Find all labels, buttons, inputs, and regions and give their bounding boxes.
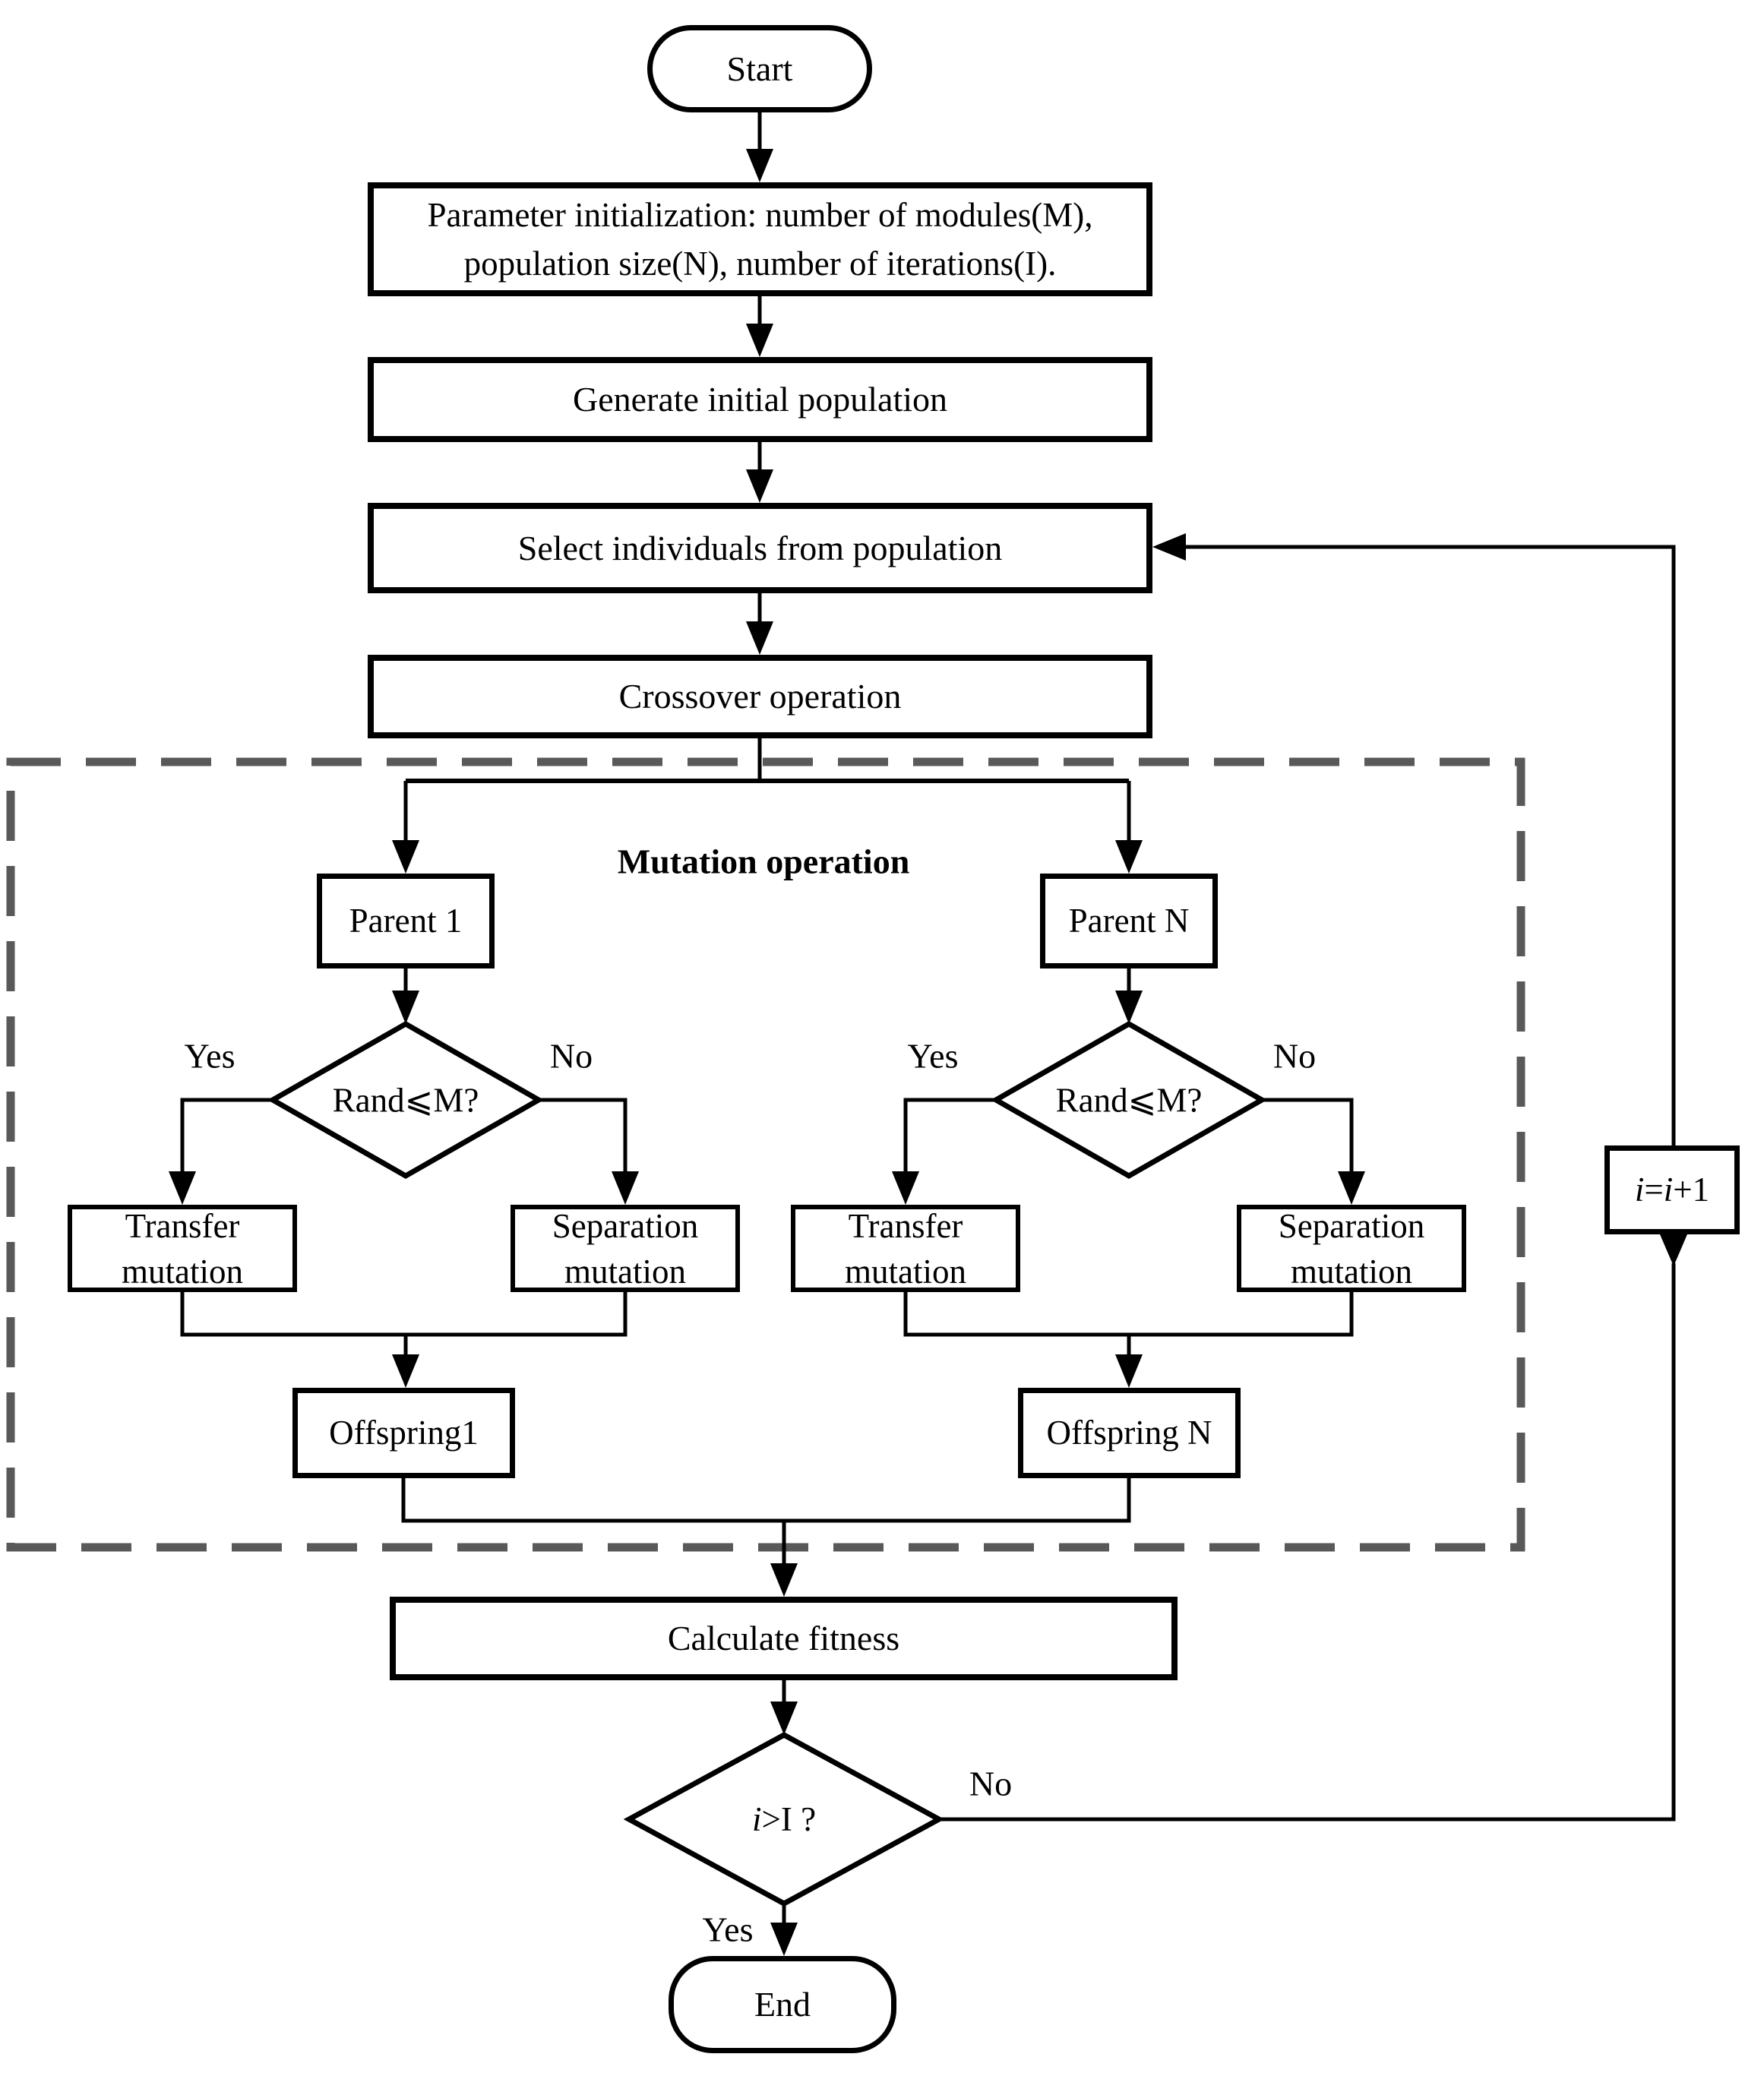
transfer-mutation-left-node: Transfer mutation: [68, 1205, 297, 1292]
calculate-fitness-label: Calculate fitness: [667, 1619, 900, 1658]
generate-population-label: Generate initial population: [572, 380, 948, 419]
transfer-mutation-line1: Transfer: [125, 1206, 240, 1245]
select-individuals-node: Select individuals from population: [368, 503, 1152, 593]
end-label: End: [754, 1985, 811, 2024]
parent-n-node: Parent N: [1040, 874, 1218, 968]
offspring-n-label: Offspring N: [1046, 1414, 1212, 1452]
crossover-label: Crossover operation: [618, 677, 902, 716]
offspring-n-node: Offspring N: [1018, 1388, 1241, 1478]
iteration-condition-i: i: [751, 1800, 762, 1838]
edge-crossover-split: [392, 738, 1143, 874]
start-node: Start: [647, 25, 872, 112]
iteration-condition-label: i>I ?: [752, 1800, 816, 1839]
rand-decision-2-diamond: [990, 1020, 1268, 1180]
edge-parentn-to-rand2: [1115, 968, 1143, 1024]
crossover-node: Crossover operation: [368, 655, 1152, 738]
offspring-1-node: Offspring1: [292, 1388, 515, 1478]
rand1-yes-label: Yes: [184, 1036, 236, 1076]
edge-condition-no-to-increment: [939, 1234, 1687, 1822]
rand2-no-label: No: [1272, 1036, 1317, 1076]
separation-mutation-right-node: Separation mutation: [1237, 1205, 1466, 1292]
edge-mutations-to-offspringn: [903, 1292, 1354, 1388]
rand2-yes-label: Yes: [907, 1036, 959, 1076]
separation-mutation-line2: mutation: [564, 1252, 686, 1291]
iteration-yes-label: Yes: [702, 1910, 754, 1949]
end-node: End: [669, 1956, 896, 2053]
edge-rand2-no: [1262, 1098, 1365, 1205]
mutation-group-dashed-border: [6, 757, 1525, 1552]
transfer-mutation-line2: mutation: [122, 1252, 243, 1291]
separation-mutation-line2: mutation: [1291, 1252, 1412, 1291]
rand-decision-1-diamond: [267, 1020, 545, 1180]
transfer-mutation-line1: Transfer: [848, 1206, 963, 1245]
edge-parent1-to-rand1: [392, 968, 419, 1024]
edge-generate-to-select: [746, 442, 773, 503]
separation-mutation-left-node: Separation mutation: [511, 1205, 740, 1292]
edge-mutations-to-offspring1: [180, 1292, 628, 1388]
separation-mutation-line1: Separation: [1278, 1206, 1425, 1245]
edge-rand1-no: [539, 1098, 639, 1205]
edge-select-to-crossover: [746, 593, 773, 655]
increment-label: i=i+1: [1635, 1168, 1709, 1212]
generate-population-node: Generate initial population: [368, 357, 1152, 442]
parent-1-node: Parent 1: [317, 874, 495, 968]
edge-param-to-generate: [746, 296, 773, 357]
rand-decision-1-label: Rand⩽M?: [332, 1081, 479, 1120]
parent-n-label: Parent N: [1068, 902, 1190, 940]
edge-offsprings-to-fitness: [401, 1478, 1131, 1597]
rand-decision-2-label: Rand⩽M?: [1055, 1081, 1203, 1120]
increment-i2: i: [1663, 1171, 1674, 1209]
rand1-no-label: No: [549, 1036, 593, 1076]
iteration-condition-rest: >I ?: [761, 1800, 817, 1838]
edge-rand1-yes: [169, 1098, 273, 1205]
transfer-mutation-line2: mutation: [845, 1252, 966, 1291]
edge-rand2-yes: [892, 1098, 996, 1205]
parent-1-label: Parent 1: [349, 902, 463, 940]
edge-fitness-to-condition: [770, 1680, 798, 1735]
increment-i1: i: [1634, 1171, 1645, 1209]
offspring-1-label: Offspring1: [329, 1414, 479, 1452]
select-individuals-label: Select individuals from population: [517, 528, 1003, 567]
transfer-mutation-right-node: Transfer mutation: [791, 1205, 1020, 1292]
increment-eq: =: [1644, 1171, 1664, 1209]
parameter-init-node: Parameter initialization: number of modu…: [368, 182, 1152, 296]
iteration-no-label: No: [969, 1764, 1013, 1803]
edge-start-to-param: [746, 112, 773, 182]
separation-mutation-line1: Separation: [552, 1206, 699, 1245]
edge-condition-yes-to-end: [770, 1904, 798, 1956]
increment-tail: +1: [1673, 1171, 1710, 1209]
mutation-group-title: Mutation operation: [617, 842, 910, 881]
edge-increment-to-select: [1152, 533, 1676, 1145]
parameter-init-line2: population size(N), number of iterations…: [463, 245, 1057, 283]
increment-node: i=i+1: [1604, 1145, 1740, 1234]
calculate-fitness-node: Calculate fitness: [390, 1597, 1178, 1680]
iteration-decision-diamond: [623, 1732, 945, 1907]
parameter-init-line1: Parameter initialization: number of modu…: [427, 196, 1093, 234]
start-label: Start: [726, 49, 793, 88]
